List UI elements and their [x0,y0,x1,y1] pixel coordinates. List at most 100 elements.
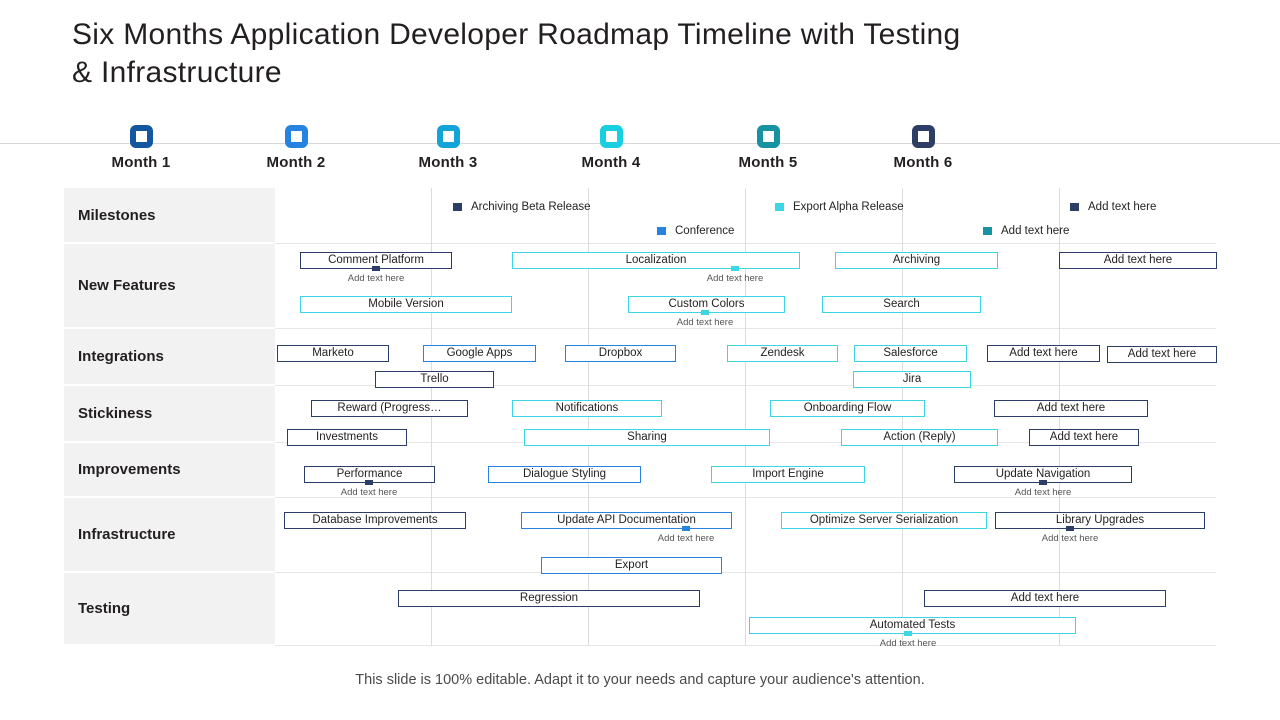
month-column-4: Month 4 [534,125,688,171]
task-bar[interactable]: Trello [375,371,494,388]
milestone-marker[interactable]: Archiving Beta Release [453,201,591,213]
month-header-row: Month 1 Month 2 Month 3 Month 4 Month 5 Month… [64,125,1216,173]
task-bar[interactable]: Dropbox [565,345,676,362]
month-label: Month 6 [893,154,953,171]
row-label-infrastructure: Infrastructure [64,498,275,573]
milestone-square-icon [983,227,992,235]
month-gridline [902,188,903,646]
month-gridline [588,188,589,646]
header-divider [0,143,1280,144]
task-bar[interactable]: Optimize Server Serialization [781,512,987,529]
task-bar[interactable]: Archiving [835,252,998,269]
task-bar[interactable]: Dialogue Styling [488,466,641,483]
task-bar[interactable]: Add text here [987,345,1100,362]
task-bar[interactable]: Zendesk [727,345,838,362]
task-bar[interactable]: Google Apps [423,345,536,362]
bar-annotation: Add text here [1014,487,1072,498]
milestone-marker[interactable]: Add text here [1070,201,1156,213]
task-bar[interactable]: Marketo [277,345,389,362]
task-bar[interactable]: Salesforce [854,345,967,362]
footer-note: This slide is 100% editable. Adapt it to… [355,672,925,688]
task-bar[interactable]: Regression [398,590,700,607]
month-column-2: Month 2 [219,125,373,171]
task-bar[interactable]: Library Upgrades [995,512,1205,529]
task-bar[interactable]: Update API Documentation [521,512,732,529]
milestone-square-icon [1070,203,1079,211]
task-bar[interactable]: Add text here [1029,429,1139,446]
task-bar[interactable]: Database Improvements [284,512,466,529]
bar-tick-marker-icon [1066,526,1074,531]
month-label: Month 4 [581,154,641,171]
task-bar[interactable]: Action (Reply) [841,429,998,446]
row-label-milestones: Milestones [64,188,275,244]
task-bar[interactable]: Comment Platform [300,252,452,269]
task-bar[interactable]: Notifications [512,400,662,417]
task-bar[interactable]: Automated Tests [749,617,1076,634]
task-bar[interactable]: Sharing [524,429,770,446]
row-label-stickiness: Stickiness [64,386,275,443]
month-label: Month 1 [111,154,171,171]
task-bar[interactable]: Mobile Version [300,296,512,313]
bar-annotation: Add text here [879,638,937,649]
task-bar[interactable]: Onboarding Flow [770,400,925,417]
task-bar[interactable]: Search [822,296,981,313]
milestone-label: Add text here [1001,225,1070,237]
task-bar[interactable]: Custom Colors [628,296,785,313]
month-gridline [431,188,432,646]
month-label: Month 3 [418,154,478,171]
row-label-testing: Testing [64,573,275,646]
task-bar[interactable]: Investments [287,429,407,446]
task-bar[interactable]: Localization [512,252,800,269]
bar-tick-marker-icon [682,526,690,531]
month-marker-icon [436,125,460,148]
task-bar[interactable]: Export [541,557,722,574]
bar-tick-marker-icon [372,266,380,271]
month-column-1: Month 1 [64,125,218,171]
task-bar[interactable]: Add text here [924,590,1166,607]
bar-annotation: Add text here [657,533,715,544]
month-marker-icon [911,125,935,148]
milestone-marker[interactable]: Add text here [983,225,1069,237]
bar-annotation: Add text here [1041,533,1099,544]
month-marker-icon [129,125,153,148]
milestone-label: Conference [675,225,735,237]
month-marker-icon [284,125,308,148]
task-bar[interactable]: Update Navigation [954,466,1132,483]
milestone-label: Add text here [1088,201,1157,213]
bar-tick-marker-icon [701,310,709,315]
month-column-5: Month 5 [691,125,845,171]
milestone-square-icon [453,203,462,211]
bar-annotation: Add text here [340,487,398,498]
month-column-6: Month 6 [846,125,1000,171]
bar-tick-marker-icon [365,480,373,485]
milestone-label: Export Alpha Release [793,201,904,213]
milestone-label: Archiving Beta Release [471,201,591,213]
month-marker-icon [599,125,623,148]
task-bar[interactable]: Jira [853,371,971,388]
month-label: Month 5 [738,154,798,171]
month-label: Month 2 [266,154,326,171]
page-title: Six Months Application Developer Roadmap… [72,18,961,89]
task-bar[interactable]: Add text here [1107,346,1217,363]
task-bar[interactable]: Add text here [994,400,1148,417]
milestone-marker[interactable]: Export Alpha Release [775,201,904,213]
task-bar[interactable]: Import Engine [711,466,865,483]
month-gridline [1059,188,1060,646]
bar-tick-marker-icon [1039,480,1047,485]
month-column-3: Month 3 [371,125,525,171]
task-bar[interactable]: Reward (Progress… [311,400,468,417]
task-bar[interactable]: Add text here [1059,252,1217,269]
bar-annotation: Add text here [676,317,734,328]
row-label-improvements: Improvements [64,443,275,498]
milestone-square-icon [657,227,666,235]
bar-annotation: Add text here [347,273,405,284]
row-label-integrations: Integrations [64,329,275,386]
month-marker-icon [756,125,780,148]
bar-annotation: Add text here [706,273,764,284]
milestone-square-icon [775,203,784,211]
milestone-marker[interactable]: Conference [657,225,734,237]
roadmap-chart: Month 1 Month 2 Month 3 Month 4 Month 5 Month… [0,125,1280,649]
